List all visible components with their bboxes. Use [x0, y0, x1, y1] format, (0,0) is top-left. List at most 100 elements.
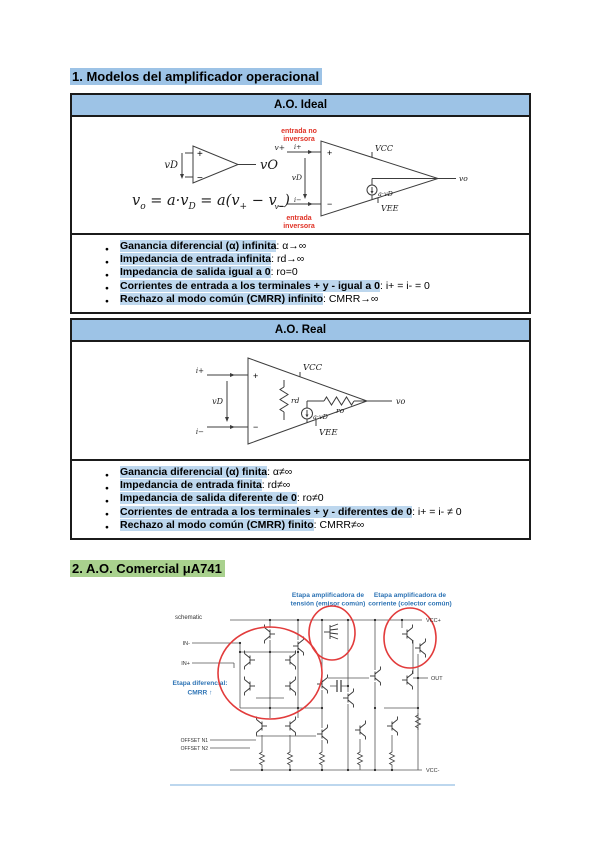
- list-item: Impedancia de entrada infinita: rd→∞: [105, 253, 521, 269]
- pin-offset-n1: OFFSET N1: [181, 738, 209, 744]
- pin-vcc-minus: VCC-: [426, 768, 440, 774]
- list-item: Impedancia de salida diferente de 0: ro≠…: [105, 492, 521, 508]
- ao-ideal-properties: Ganancia diferencial (α) infinita: α→∞ I…: [72, 235, 529, 312]
- plus-terminal: +: [197, 149, 203, 160]
- vd-label: vD: [164, 160, 178, 171]
- i-plus-label: i+: [294, 143, 302, 151]
- bullet-highlight: Rechazo al modo común (CMRR) finito: [120, 518, 314, 531]
- real-opamp-diagram: i+ i− + − vD rd VCC VEE: [196, 357, 406, 445]
- vd-label: vD: [292, 173, 302, 182]
- minus-terminal: −: [253, 422, 258, 432]
- list-item: Impedancia de salida igual a 0: ro=0: [105, 266, 521, 282]
- dependent-source-label: a·vD: [378, 190, 394, 198]
- formula-sub: −: [276, 201, 285, 212]
- vcc-label: VCC: [375, 144, 393, 153]
- vd-label: vD: [212, 397, 224, 406]
- ua741-schematic-image: Etapa amplificadora de tensión (emisor c…: [170, 588, 455, 793]
- section-1-title: 1. Modelos del amplificador operacional: [70, 68, 323, 85]
- pin-vcc-plus: VCC+: [426, 618, 441, 624]
- ao-ideal-table: A.O. Ideal vD + − vO: [70, 93, 531, 315]
- schematic-transistors: [244, 623, 426, 744]
- i-plus-label: i+: [196, 367, 204, 375]
- schematic-wires: [192, 619, 428, 771]
- bullet-rest: : CMRR→∞: [323, 292, 379, 305]
- bullet-rest: : ro≠0: [296, 492, 324, 505]
- list-item: Rechazo al modo común (CMRR) infinito: C…: [105, 292, 521, 309]
- section-1-title-text: 1. Modelos del amplificador operacional: [70, 68, 323, 85]
- list-item: Ganancia diferencial (α) infinita: α→∞: [105, 240, 521, 256]
- ro-label: ro: [336, 406, 345, 415]
- ideal-gain-formula: vo = a·vD = a(v+ − v−): [132, 193, 290, 212]
- formula-part: ): [284, 193, 290, 209]
- i-minus-label: i−: [196, 428, 204, 436]
- vcc-label: VCC: [303, 363, 323, 373]
- ao-real-table: A.O. Real i+ i− + − vD: [70, 318, 531, 541]
- rd-label: rd: [291, 396, 300, 405]
- minus-terminal: −: [327, 199, 332, 209]
- inverting-input-annotation-line1: entrada: [286, 215, 311, 222]
- pin-offset-n2: OFFSET N2: [181, 746, 209, 752]
- differential-stage-annotation-line1: Etapa diferencial:: [173, 680, 228, 687]
- section-2-title: 2. A.O. Comercial μA741: [70, 560, 225, 577]
- real-opamp-model: i+ i− + − vD rd VCC VEE: [196, 357, 406, 445]
- current-stage-ring: [383, 607, 437, 669]
- formula-part: = a·v: [145, 193, 189, 209]
- inverting-input-annotation-line2: inversora: [283, 223, 315, 230]
- current-stage-annotation-line2: corriente (colector común): [368, 601, 452, 608]
- ideal-opamp-diagrams: vD + − vO + − v+ i+: [164, 128, 468, 230]
- plus-terminal: +: [327, 148, 332, 158]
- ao-ideal-header: A.O. Ideal: [72, 95, 529, 117]
- vee-label: VEE: [381, 204, 399, 213]
- formula-sub: o: [140, 201, 146, 212]
- formula-part: = a(v: [195, 193, 240, 209]
- bullet-rest: : rd→∞: [271, 253, 305, 266]
- pin-in-plus: IN+: [181, 661, 190, 667]
- bullet-highlight: Rechazo al modo común (CMRR) infinito: [120, 292, 323, 305]
- bullet-rest: : α→∞: [276, 240, 307, 252]
- bullet-rest: : α≠∞: [267, 466, 293, 478]
- vo-label: vo: [459, 174, 468, 183]
- bullet-highlight: Impedancia de entrada infinita: [120, 253, 272, 266]
- pin-in-minus: IN-: [183, 641, 191, 647]
- formula-sub: D: [188, 201, 196, 212]
- ideal-simple-opamp: vD + − vO: [164, 145, 278, 184]
- noninverting-input-annotation-line1: entrada no: [281, 128, 317, 135]
- bullet-rest: : CMRR≠∞: [313, 518, 365, 531]
- bullet-highlight: Impedancia de salida diferente de 0: [120, 492, 297, 505]
- noninverting-input-annotation-line2: inversora: [283, 136, 315, 143]
- ao-real-header: A.O. Real: [72, 320, 529, 342]
- voltage-stage-ring: [308, 605, 356, 661]
- voltage-stage-annotation-line1: Etapa amplificadora de: [292, 592, 365, 599]
- voltage-stage-annotation-line2: tensión (emisor común): [291, 601, 366, 608]
- bullet-highlight: Ganancia diferencial (α) finita: [120, 466, 268, 478]
- ideal-detailed-opamp: + − v+ i+ v− i− vD entrada no inversora …: [274, 128, 468, 230]
- ao-real-properties: Ganancia diferencial (α) finita: α≠∞ Imp…: [72, 461, 529, 538]
- formula-part: v: [132, 193, 141, 209]
- section-2-title-text: 2. A.O. Comercial μA741: [70, 560, 225, 577]
- v-plus-label: v+: [274, 143, 285, 152]
- ua741-schematic: Etapa amplificadora de tensión (emisor c…: [170, 592, 455, 786]
- bullet-highlight: Corrientes de entrada a los terminales +…: [120, 505, 413, 518]
- i-minus-label: i−: [294, 196, 302, 204]
- formula-part: − v: [247, 193, 277, 209]
- pin-out: OUT: [431, 676, 443, 682]
- list-item: Corrientes de entrada a los terminales +…: [105, 279, 521, 296]
- schematic-resistors: [259, 712, 421, 768]
- list-item: Impedancia de entrada finita: rd≠∞: [105, 479, 521, 495]
- bullet-rest: : rd≠∞: [261, 479, 291, 492]
- current-stage-annotation-line1: Etapa amplificadora de: [374, 592, 447, 599]
- bullet-highlight: Ganancia diferencial (α) infinita: [120, 240, 277, 252]
- bullet-rest: : i+ = i- ≠ 0: [412, 505, 462, 518]
- bullet-highlight: Impedancia de salida igual a 0: [120, 266, 271, 279]
- list-item: Rechazo al modo común (CMRR) finito: CMR…: [105, 518, 521, 535]
- bullet-highlight: Corrientes de entrada a los terminales +…: [120, 279, 380, 292]
- vo-label: vO: [260, 158, 278, 173]
- minus-terminal: −: [197, 173, 203, 184]
- ao-real-figure: i+ i− + − vD rd VCC VEE: [72, 342, 529, 461]
- dependent-source-label: a·vD: [313, 413, 329, 421]
- bullet-rest: : i+ = i- = 0: [379, 279, 430, 292]
- v-minus-label: v−: [274, 202, 285, 211]
- bullet-rest: : ro=0: [270, 266, 298, 279]
- list-item: Corrientes de entrada a los terminales +…: [105, 505, 521, 522]
